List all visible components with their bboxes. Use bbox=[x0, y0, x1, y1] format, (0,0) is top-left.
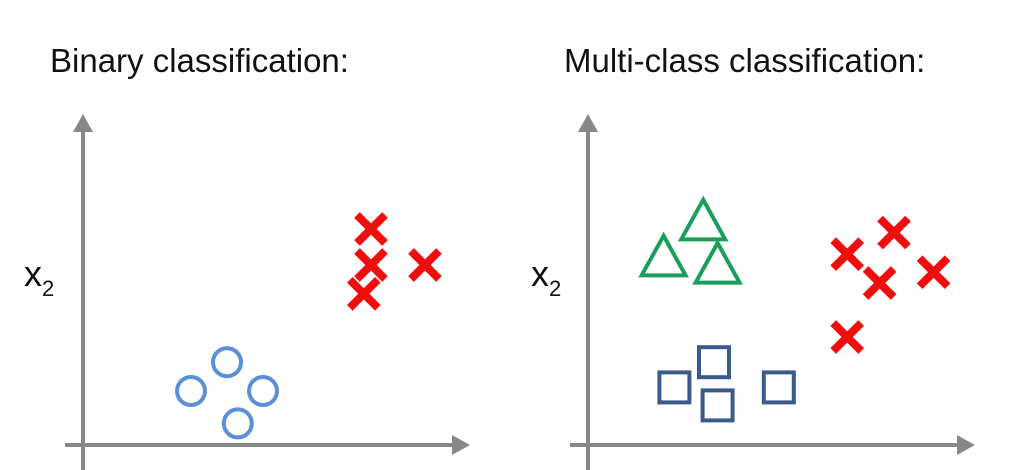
binary-data-points bbox=[175, 212, 442, 440]
multiclass-cross-point bbox=[830, 237, 865, 272]
multiclass-classification-title: Multi-class classification: bbox=[564, 42, 925, 79]
multiclass-triangle-point bbox=[638, 231, 689, 278]
binary-circle-point bbox=[211, 346, 243, 379]
binary-y-axis-arrow bbox=[73, 114, 93, 132]
multiclass-cross-point bbox=[877, 215, 911, 250]
binary-x-axis-arrow bbox=[452, 435, 470, 455]
binary-cross-point bbox=[354, 212, 388, 246]
binary-cross-point bbox=[408, 248, 442, 282]
multiclass-x-axis-arrow bbox=[957, 435, 975, 455]
multiclass-triangle-point bbox=[677, 195, 729, 242]
multiclass-triangle-point bbox=[692, 238, 743, 285]
binary-circle-point bbox=[221, 407, 254, 440]
multiclass-square-point bbox=[700, 388, 735, 423]
multiclass-square-point bbox=[657, 370, 692, 405]
binary-cross-point bbox=[354, 248, 388, 282]
multiclass-cross-point bbox=[862, 266, 897, 300]
binary-y-axis-label-sub: 2 bbox=[42, 276, 54, 301]
multiclass-y-axis-label-main: x bbox=[531, 253, 549, 294]
binary-classification-panel: Binary classification: x2 bbox=[24, 42, 470, 470]
binary-classification-title: Binary classification: bbox=[50, 42, 349, 79]
binary-circle-point bbox=[175, 375, 207, 407]
binary-circle-point bbox=[247, 375, 279, 407]
multiclass-y-axis-label: x2 bbox=[531, 253, 561, 301]
multiclass-square-point bbox=[761, 370, 796, 405]
multiclass-y-axis-label-sub: 2 bbox=[549, 276, 561, 301]
multiclass-cross-point bbox=[830, 320, 865, 354]
binary-y-axis-label: x2 bbox=[24, 253, 54, 301]
multiclass-data-points bbox=[638, 195, 951, 423]
multiclass-square-point bbox=[697, 345, 731, 380]
multiclass-cross-point bbox=[916, 255, 951, 290]
multiclass-classification-panel: Multi-class classification: x2 bbox=[531, 42, 975, 470]
binary-y-axis-label-main: x bbox=[24, 253, 42, 294]
multiclass-y-axis-arrow bbox=[578, 114, 598, 132]
binary-cross-point bbox=[346, 276, 381, 311]
